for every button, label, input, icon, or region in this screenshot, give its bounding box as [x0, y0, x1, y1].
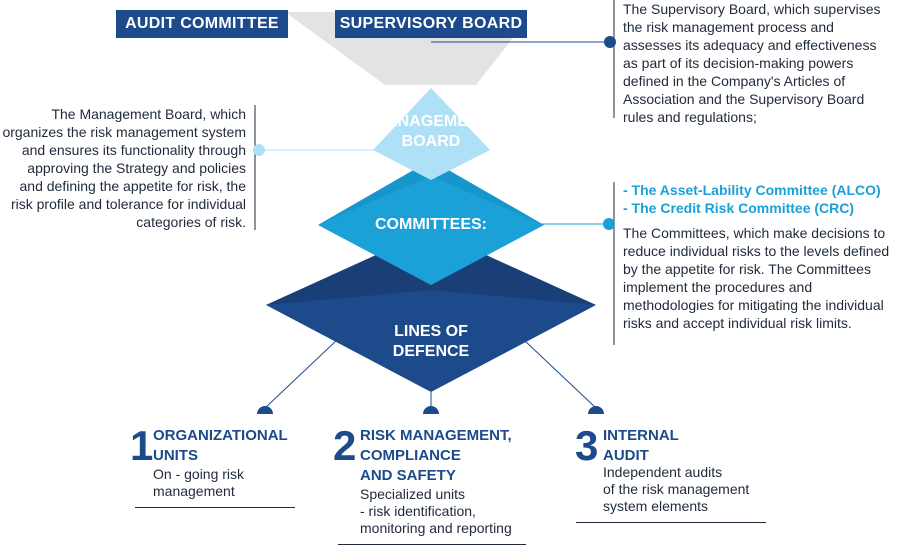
- line1-title: ORGANIZATIONAL UNITS: [153, 426, 288, 466]
- line3-underline: [576, 522, 766, 523]
- line2-underline: [338, 544, 526, 545]
- line1-number: 1: [130, 422, 154, 469]
- line3-description: Independent audits of the risk managemen…: [603, 464, 749, 515]
- line2-desc-line1: Specialized units: [360, 486, 466, 502]
- line3-title-line1: INTERNAL: [603, 427, 679, 444]
- lines-of-defence-line2: DEFENCE: [392, 343, 470, 360]
- audit-committee-label: AUDIT COMMITTEE: [116, 10, 288, 38]
- management-board-line2: BOARD: [401, 133, 461, 150]
- line3-desc-line1: Independent audits: [603, 464, 723, 480]
- line3-title: INTERNAL AUDIT: [603, 426, 679, 466]
- line2-connector-dot: [423, 406, 439, 414]
- management-board-label: MANAGEMENT BOARD: [361, 112, 501, 152]
- committees-description: The Committees, which make decisions to …: [623, 225, 890, 331]
- line1-title-line2: UNITS: [153, 447, 198, 464]
- committees-list-item-2: - The Credit Risk Committee (CRC): [623, 200, 855, 216]
- line2-description: Specialized units - risk identification,…: [360, 486, 512, 537]
- line1-underline: [135, 507, 295, 508]
- management-board-line1: MANAGEMENT: [372, 113, 490, 130]
- pyramid-top: [373, 88, 490, 180]
- line1-description: On - going risk management: [153, 466, 244, 500]
- line2-number: 2: [333, 422, 357, 469]
- line2-title-line3: AND SAFETY: [360, 467, 456, 484]
- line2-title-line1: RISK MANAGEMENT,: [360, 427, 512, 444]
- supervisory-description: The Supervisory Board, which supervises …: [623, 1, 881, 125]
- line3-title-line2: AUDIT: [603, 447, 649, 464]
- supervisory-connector-dot: [604, 36, 616, 48]
- line2-desc-line2: - risk identification,: [360, 503, 476, 519]
- management-connector-dot: [253, 144, 265, 156]
- line2-title-line2: COMPLIANCE: [360, 447, 461, 464]
- supervisory-board-label: SUPERVISORY BOARD: [335, 10, 527, 38]
- line3-desc-line3: system elements: [603, 498, 709, 514]
- management-description: The Management Board, which organizes th…: [2, 106, 246, 230]
- line2-title: RISK MANAGEMENT, COMPLIANCE AND SAFETY: [360, 426, 512, 486]
- committees-connector-dot: [603, 218, 615, 230]
- line1-desc-line1: On - going risk: [153, 466, 245, 482]
- line3-connector-dot: [588, 406, 604, 414]
- line1-title-line1: ORGANIZATIONAL: [153, 427, 288, 444]
- lines-of-defence-label: LINES OF DEFENCE: [361, 322, 501, 362]
- line1-desc-line2: management: [153, 483, 235, 499]
- lines-of-defence-line1: LINES OF: [394, 323, 468, 340]
- line2-desc-line3: monitoring and reporting: [360, 520, 512, 536]
- line1-connector-dot: [257, 406, 273, 414]
- committees-list-item-1: - The Asset-Lability Committee (ALCO): [623, 182, 881, 198]
- pyramid-middle: [318, 160, 544, 285]
- line3-desc-line2: of the risk management: [603, 481, 750, 497]
- line3-number: 3: [575, 422, 599, 469]
- committees-label: COMMITTEES:: [375, 216, 487, 233]
